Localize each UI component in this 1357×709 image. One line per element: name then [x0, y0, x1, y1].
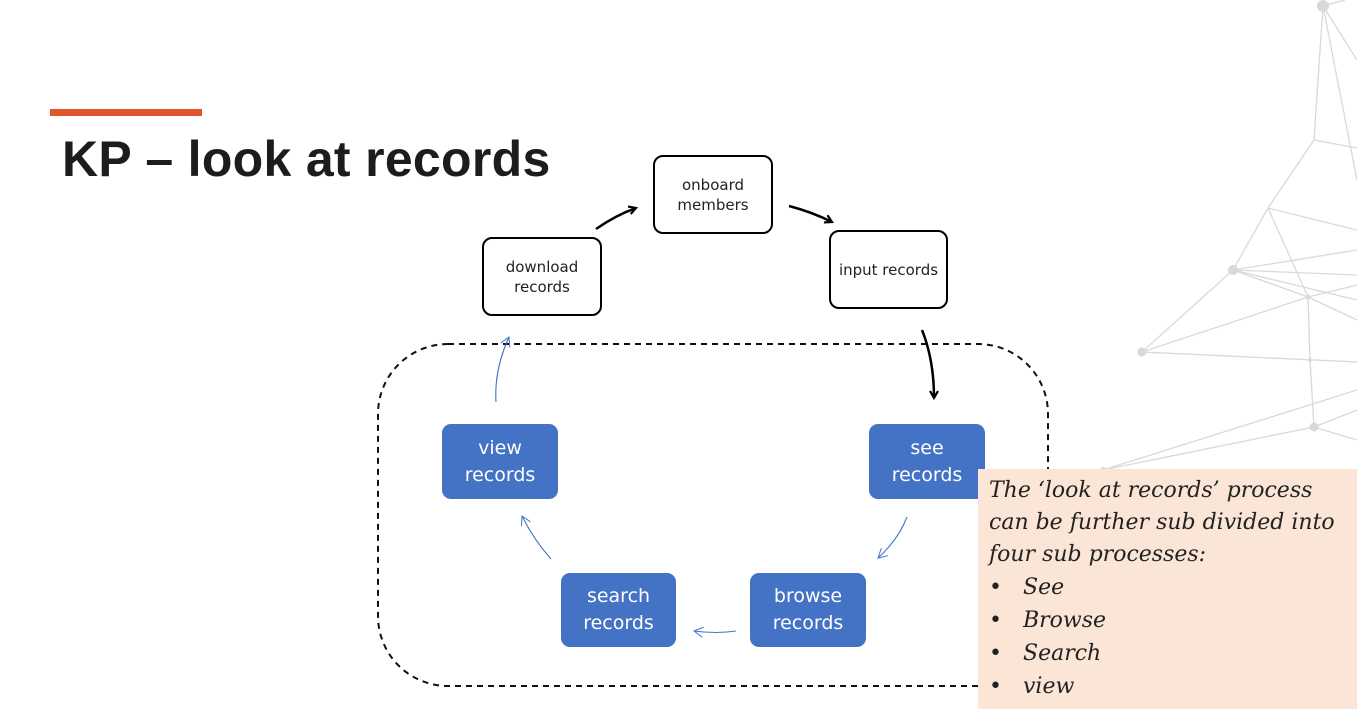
input-records-label: input records	[838, 260, 939, 279]
note-item-browse: Browse	[989, 604, 1347, 637]
dashed-group-boundary	[448, 343, 1049, 469]
onboard-members-box: onboard members	[653, 155, 773, 234]
note-item-search: Search	[989, 637, 1347, 670]
onboard-members-label: onboard members	[677, 175, 749, 214]
search-records-box: search records	[561, 573, 676, 647]
arrow-search-to-view	[521, 515, 552, 560]
see-records-label: see records	[891, 436, 963, 486]
note-item-view: view	[989, 670, 1347, 703]
see-records-box: see records	[869, 424, 985, 499]
title-accent-bar	[50, 109, 202, 116]
download-records-box: download records	[482, 237, 602, 316]
arrow-browse-to-search	[692, 626, 737, 638]
arrow-see-to-browse	[877, 516, 908, 559]
arrow-download-to-onboard	[595, 208, 636, 231]
note-text: The ‘look at records’ process can be fur…	[989, 478, 1335, 567]
arrow-input-to-see	[920, 329, 934, 398]
note-item-see: See	[989, 571, 1347, 604]
annotation-note: The ‘look at records’ process can be fur…	[978, 469, 1357, 709]
download-records-label: download records	[505, 257, 579, 296]
arrow-view-to-download	[495, 336, 511, 403]
arrow-onboard-to-input	[788, 204, 832, 222]
browse-records-label: browse records	[772, 585, 844, 634]
search-records-label: search records	[583, 585, 654, 634]
input-records-box: input records	[829, 230, 948, 309]
slide-title: KP – look at records	[62, 131, 551, 187]
browse-records-box: browse records	[750, 573, 866, 647]
decorative-network-graphic	[1100, 0, 1357, 473]
dashed-group-boundary-left	[377, 343, 978, 687]
view-records-label: view records	[464, 436, 536, 486]
note-list: See Browse Search view	[989, 571, 1347, 703]
view-records-box: view records	[442, 424, 558, 499]
